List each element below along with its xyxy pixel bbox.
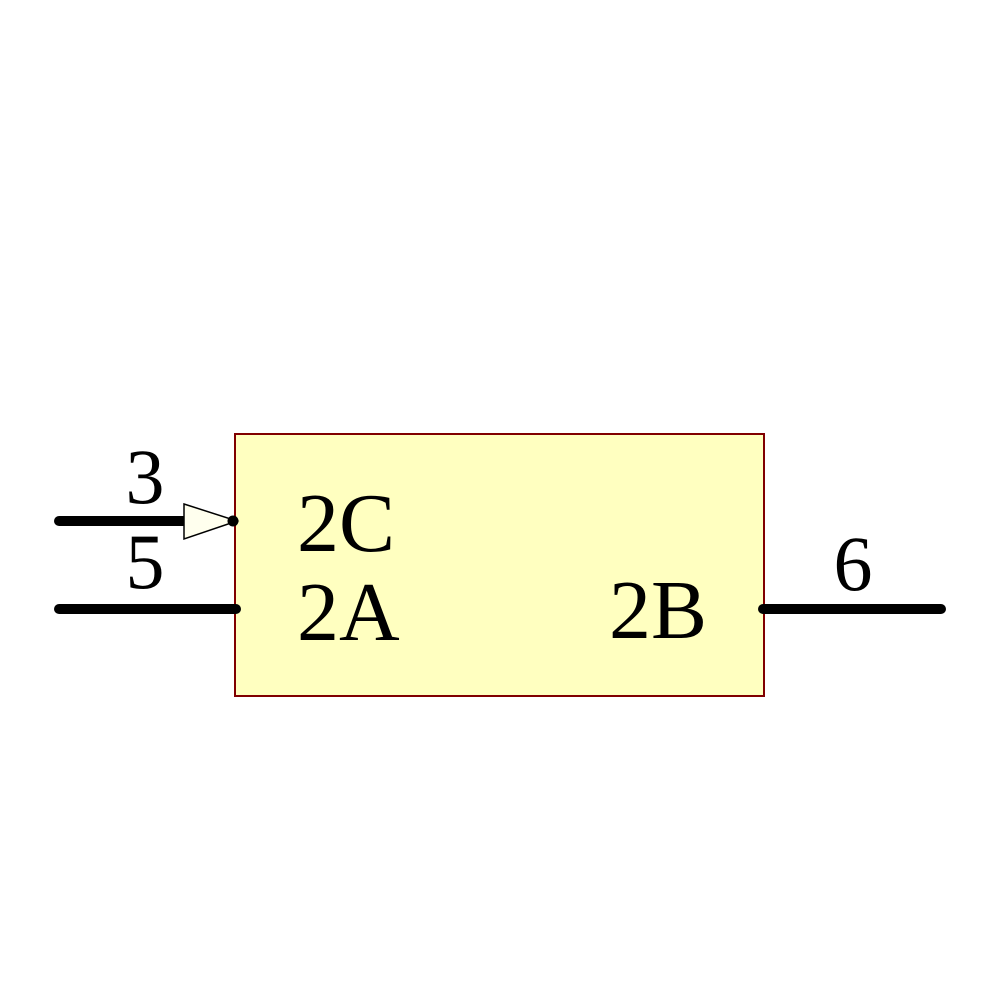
pin-2a-label: 2A xyxy=(297,566,400,659)
component-body[interactable] xyxy=(234,433,765,697)
pin-6-number-label: 6 xyxy=(834,520,873,607)
pin-2c-label: 2C xyxy=(297,477,395,570)
clock-triangle-icon xyxy=(183,502,240,541)
pin-3-number-label: 3 xyxy=(126,433,165,520)
pin-2b-label: 2B xyxy=(609,564,707,657)
pin-3-connection-dot-icon xyxy=(227,515,239,527)
pin-5-number-label: 5 xyxy=(126,518,165,605)
